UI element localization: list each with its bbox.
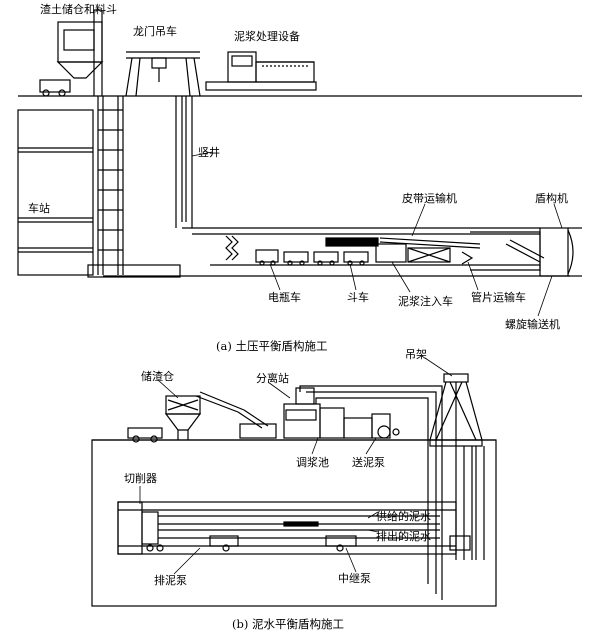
label-discharge-mud: 排出的泥水 <box>376 529 431 543</box>
label-shield: 盾构机 <box>535 191 568 205</box>
label-relay-pump: 中继泵 <box>338 572 371 585</box>
label-separation-station: 分离站 <box>256 371 289 385</box>
storage-silo <box>39 9 104 97</box>
tunnel-a <box>103 227 570 277</box>
label-battery-car: 电瓶车 <box>268 290 301 304</box>
tunnel-b <box>117 501 457 555</box>
leaders-a <box>191 151 563 317</box>
label-belt-conveyor: 皮带运输机 <box>402 191 457 205</box>
label-discharge-pump: 排泥泵 <box>154 573 187 587</box>
train-cars <box>255 237 481 266</box>
diagram-a <box>17 9 582 317</box>
label-hanger: 吊架 <box>405 348 427 361</box>
shield-machine-a <box>461 227 582 277</box>
label-grout-car: 泥浆注入车 <box>398 294 453 308</box>
shaft-a <box>87 96 181 278</box>
station-structure <box>17 109 94 276</box>
label-mixing-tank: 调浆池 <box>296 455 329 469</box>
label-slag-bin: 储渣仓 <box>141 369 174 383</box>
hanger <box>429 373 483 560</box>
label-storage: 渣土储仓和料斗 <box>40 2 117 16</box>
slag-bin <box>127 391 245 443</box>
separation-station <box>237 387 400 439</box>
label-gantry: 龙门吊车 <box>133 24 177 38</box>
label-mud-equipment: 泥浆处理设备 <box>234 29 300 43</box>
label-cutter: 切削器 <box>124 471 157 485</box>
label-station: 车站 <box>28 201 50 215</box>
diagram-b <box>91 357 497 607</box>
caption-b: (b) 泥水平衡盾构施工 <box>232 617 344 631</box>
leaders-b <box>139 357 453 575</box>
crane-shaft <box>175 96 193 228</box>
label-supply-mud: 供给的泥水 <box>376 509 431 523</box>
shaft-b <box>449 446 485 560</box>
label-mud-feed-pump: 送泥泵 <box>352 455 385 469</box>
gantry-crane <box>125 51 201 97</box>
label-screw-conveyor: 螺旋输送机 <box>505 317 560 331</box>
label-segment-car: 管片运输车 <box>471 290 526 304</box>
mud-equipment <box>205 51 317 91</box>
label-shaft: 竖井 <box>198 145 220 159</box>
pipes-surface <box>299 385 443 600</box>
label-bucket-car: 斗车 <box>347 290 369 304</box>
caption-a: (a) 土压平衡盾构施工 <box>216 339 327 353</box>
